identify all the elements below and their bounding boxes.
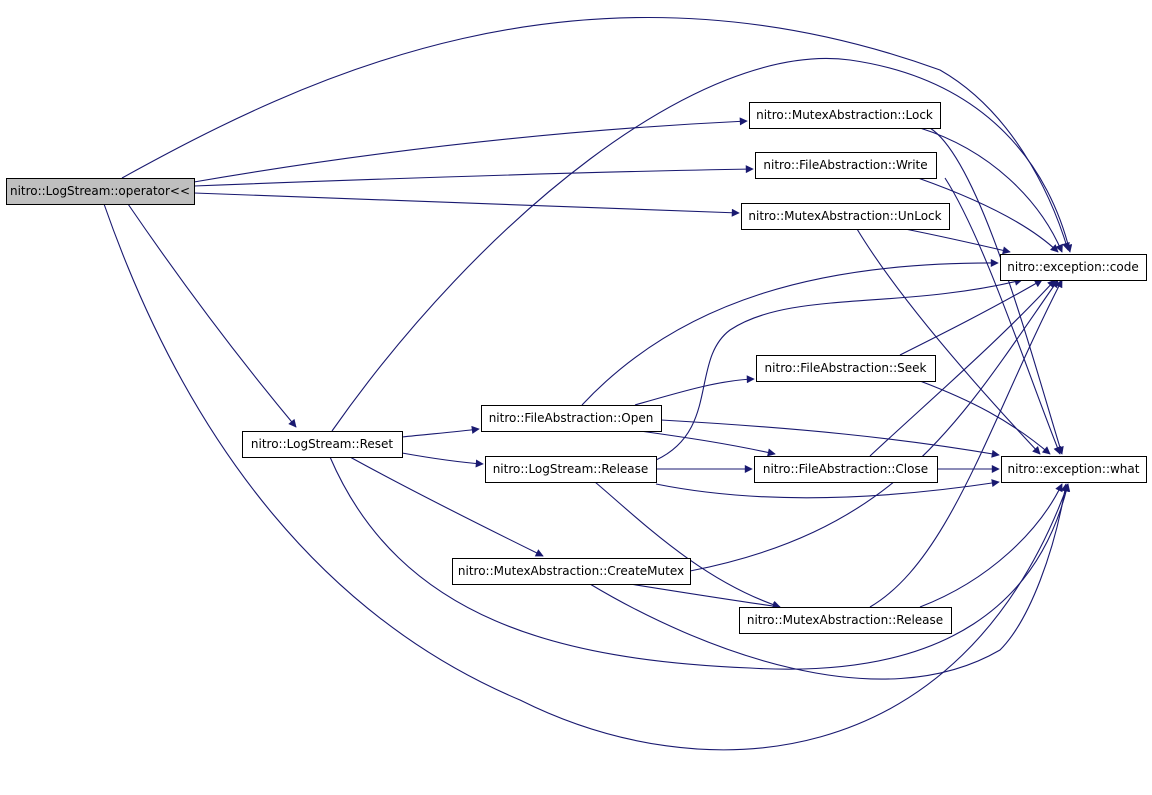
edge-createmutex-to-release_mx [629, 583, 781, 610]
node-unlock[interactable]: nitro::MutexAbstraction::UnLock [741, 203, 950, 230]
edge-write-to-code [917, 177, 1059, 253]
node-box[interactable] [485, 456, 657, 483]
node-label: nitro::MutexAbstraction::UnLock [748, 209, 941, 223]
node-label: nitro::exception::code [1007, 260, 1138, 274]
edge-operator-to-what [103, 203, 1070, 751]
edge-unlock-to-code [904, 228, 1011, 255]
edge-seek-to-what [919, 380, 1051, 455]
node-box[interactable] [739, 607, 952, 634]
edge-open-to-close [639, 430, 776, 457]
edge-createmutex-to-what [589, 483, 1069, 680]
node-label: nitro::MutexAbstraction::CreateMutex [458, 564, 684, 578]
node-label: nitro::MutexAbstraction::Release [747, 613, 943, 627]
node-code[interactable]: nitro::exception::code [1000, 254, 1147, 281]
node-box[interactable] [6, 178, 195, 205]
node-write[interactable]: nitro::FileAbstraction::Write [755, 152, 937, 179]
node-box[interactable] [756, 355, 936, 382]
edge-operator-to-lock [193, 117, 748, 183]
node-box[interactable] [452, 558, 691, 585]
edge-operator-to-unlock [193, 192, 740, 217]
node-close[interactable]: nitro::FileAbstraction::Close [754, 456, 938, 483]
edge-open-to-what [660, 419, 1000, 458]
edge-operator-to-write [193, 165, 754, 187]
edge-reset-to-createmutex [349, 456, 544, 557]
edge-seek-to-code [899, 279, 1043, 356]
edge-open-to-code [581, 258, 999, 406]
node-reset[interactable]: nitro::LogStream::Reset [242, 431, 403, 458]
edge-lock-to-code [919, 127, 1063, 253]
node-release-ls[interactable]: nitro::LogStream::Release [485, 456, 657, 483]
node-box[interactable] [242, 431, 403, 458]
edges-layer [103, 16, 1073, 751]
node-box[interactable] [755, 152, 937, 179]
node-box[interactable] [741, 203, 950, 230]
edge-reset-to-release_ls [401, 452, 484, 468]
node-box[interactable] [481, 405, 662, 432]
node-label: nitro::FileAbstraction::Seek [765, 361, 927, 375]
node-label: nitro::LogStream::Release [493, 462, 649, 476]
edge-reset-to-code [331, 58, 1073, 432]
edge-release_ls-to-release_mx [594, 481, 781, 609]
edge-release_mx-to-what [919, 483, 1063, 608]
edge-close-to-code [869, 279, 1056, 457]
edge-write-to-what [944, 177, 1062, 455]
node-label: nitro::exception::what [1008, 462, 1140, 476]
edge-lock-to-what [929, 127, 1064, 455]
node-box[interactable] [754, 456, 938, 483]
edge-release_ls-to-what [655, 479, 1000, 499]
node-operator[interactable]: nitro::LogStream::operator<< [6, 178, 195, 205]
node-lock[interactable]: nitro::MutexAbstraction::Lock [749, 102, 941, 129]
edge-reset-to-what [329, 456, 1071, 670]
node-label: nitro::FileAbstraction::Open [489, 411, 654, 425]
node-box[interactable] [749, 102, 941, 129]
edge-release_mx-to-code [869, 279, 1063, 608]
node-label: nitro::FileAbstraction::Write [763, 158, 927, 172]
edge-operator-to-reset [127, 203, 297, 428]
node-box[interactable] [1000, 254, 1147, 281]
edge-release_ls-to-code [655, 277, 1023, 461]
node-box[interactable] [1001, 456, 1147, 483]
edge-reset-to-open [401, 425, 480, 438]
node-label: nitro::LogStream::operator<< [10, 184, 190, 198]
node-label: nitro::FileAbstraction::Close [763, 462, 928, 476]
node-open[interactable]: nitro::FileAbstraction::Open [481, 405, 662, 432]
node-createmutex[interactable]: nitro::MutexAbstraction::CreateMutex [452, 558, 691, 585]
node-label: nitro::LogStream::Reset [251, 437, 393, 451]
node-what[interactable]: nitro::exception::what [1001, 456, 1147, 483]
node-seek[interactable]: nitro::FileAbstraction::Seek [756, 355, 936, 382]
nodes-layer: nitro::LogStream::operator<<nitro::Mutex… [6, 102, 1147, 634]
edge-open-to-seek [634, 375, 755, 406]
node-release-mx[interactable]: nitro::MutexAbstraction::Release [739, 607, 952, 634]
node-label: nitro::MutexAbstraction::Lock [756, 108, 933, 122]
